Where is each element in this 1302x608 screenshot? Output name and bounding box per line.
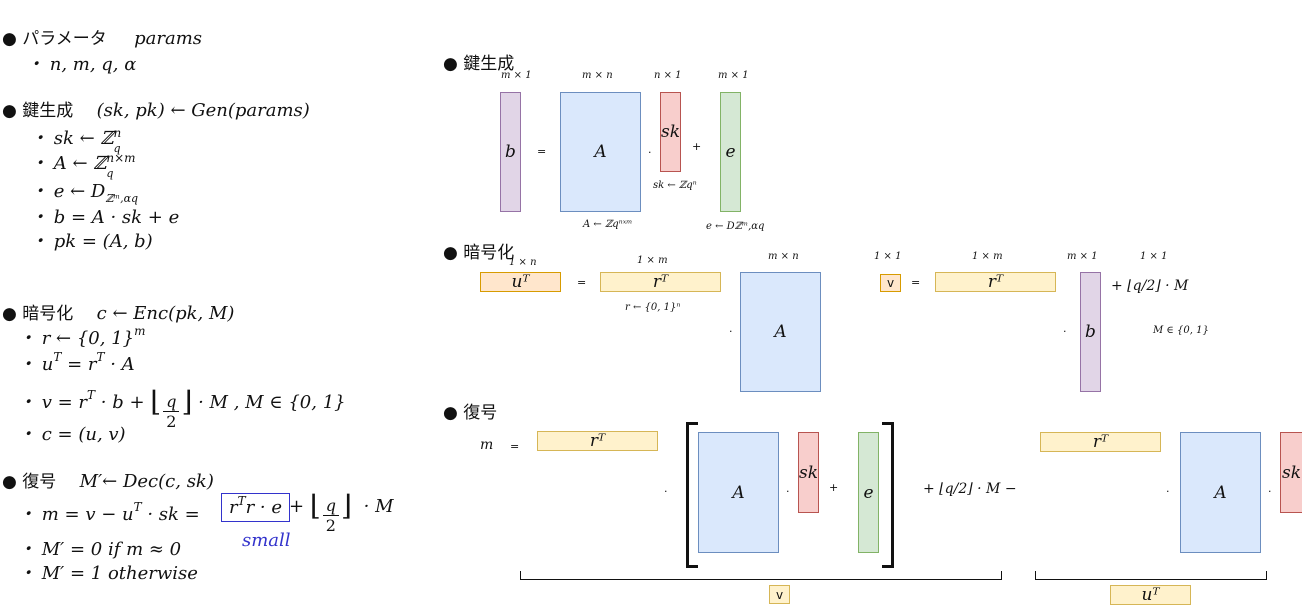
- dec-formula: M′← Dec(c, sk): [79, 471, 214, 492]
- dec-vector-r-transpose-2: rᵀ: [1040, 432, 1161, 452]
- dim-r2: 1 × m: [972, 251, 1003, 262]
- dim-enc-b: m × 1: [1067, 251, 1098, 262]
- dim-sk: n × 1: [654, 70, 682, 81]
- dec-message-term: + ⌊q/2⌋ · M −: [923, 481, 1017, 497]
- right-enc-heading: ● 暗号化: [443, 243, 515, 263]
- params-heading: ● パラメータ params: [2, 28, 203, 49]
- enc-message-term: + ⌊q/2⌋ · M: [1111, 278, 1189, 294]
- dec-dot-op: ·: [664, 485, 668, 498]
- keygen-e-item: ・ e ← Dℤᵐ,αq: [30, 181, 139, 205]
- dec-small-annotation: small: [242, 530, 291, 551]
- equals-op: =: [537, 145, 547, 158]
- params-name: params: [134, 28, 203, 49]
- vector-r-transpose-2: rᵀ: [935, 272, 1056, 292]
- vector-sk: sk: [660, 92, 681, 172]
- note-message: M ∈ {0, 1}: [1153, 325, 1209, 336]
- dim-u: 1 × n: [509, 257, 537, 268]
- dim-r: 1 × m: [637, 255, 668, 266]
- scalar-v: v: [880, 274, 901, 292]
- dec-dot-op-inner: ·: [786, 485, 790, 498]
- dot-op: ·: [648, 146, 652, 159]
- vector-r-transpose: rᵀ: [600, 272, 721, 292]
- enc-formula: c ← Enc(pk, M): [96, 303, 235, 324]
- enc-equals-op-2: =: [911, 276, 921, 289]
- dec-dot-op-3: ·: [1268, 485, 1272, 498]
- dec-dot-op-2: ·: [1166, 485, 1170, 498]
- right-dec-heading: ● 復号: [443, 403, 498, 423]
- enc-vector-b: b: [1080, 272, 1101, 392]
- dec-plus-op: +: [829, 481, 839, 494]
- dec-vector-e: e: [858, 432, 879, 553]
- note-e: e ← Dℤᵐ,αq: [706, 221, 765, 232]
- under-label-u-transpose: uᵀ: [1110, 585, 1191, 605]
- enc-dot-op-2: ·: [1063, 325, 1067, 338]
- matrix-a: A: [560, 92, 641, 212]
- dec-equals-op: =: [510, 440, 520, 453]
- note-sk: sk ← ℤqⁿ: [653, 180, 697, 191]
- keygen-formula: (sk, pk) ← Gen(params): [96, 100, 310, 121]
- right-bracket: [882, 422, 894, 568]
- plus-op: +: [692, 140, 702, 153]
- enc-equals-op: =: [577, 276, 587, 289]
- enc-c-item: ・ c = (u, v): [18, 424, 126, 445]
- enc-matrix-a: A: [740, 272, 821, 392]
- dec-matrix-a-2: A: [1180, 432, 1261, 553]
- right-keygen-heading: ● 鍵生成: [443, 54, 515, 74]
- dec-m-item: ・ m = v − uT · sk =: [18, 500, 200, 525]
- dec-case-zero: ・ M′ = 0 if m ≈ 0: [18, 539, 182, 560]
- dim-a: m × n: [582, 70, 613, 81]
- note-r: r ← {0, 1}ⁿ: [625, 302, 681, 313]
- dec-vector-sk-2: sk: [1280, 432, 1302, 513]
- dim-scalar: 1 × 1: [1140, 251, 1168, 262]
- dec-heading: ● 復号 M′← Dec(c, sk): [2, 471, 214, 492]
- enc-heading: ● 暗号化 c ← Enc(pk, M): [2, 303, 235, 324]
- dim-v: 1 × 1: [874, 251, 902, 262]
- keygen-heading: ● 鍵生成 (sk, pk) ← Gen(params): [2, 100, 310, 121]
- dec-case-one: ・ M′ = 1 otherwise: [18, 563, 198, 584]
- dec-vector-r-transpose: rᵀ: [537, 431, 658, 451]
- keygen-pk-item: ・ pk = (A, b): [30, 231, 153, 252]
- dec-vector-sk: sk: [798, 432, 819, 513]
- under-label-v: v: [769, 585, 790, 604]
- left-bracket: [686, 422, 698, 568]
- dim-enc-a: m × n: [768, 251, 799, 262]
- dec-m-label: m: [480, 437, 494, 453]
- vector-e: e: [720, 92, 741, 212]
- note-a: A ← ℤqⁿˣᵐ: [583, 219, 633, 230]
- params-list: ・ n, m, q, α: [26, 54, 137, 75]
- dim-b: m × 1: [501, 70, 532, 81]
- enc-dot-op: ·: [729, 325, 733, 338]
- enc-r-item: ・ r ← {0, 1}m: [18, 324, 146, 349]
- underbrace-u: [1035, 571, 1267, 580]
- keygen-b-item: ・ b = A · sk + e: [30, 207, 180, 228]
- underbrace-v: [520, 571, 1002, 580]
- dec-matrix-a: A: [698, 432, 779, 553]
- enc-u-item: ・ uT = rT · A: [18, 350, 135, 375]
- vector-b: b: [500, 92, 521, 212]
- dim-e: m × 1: [718, 70, 749, 81]
- vector-u-transpose: uᵀ: [480, 272, 561, 292]
